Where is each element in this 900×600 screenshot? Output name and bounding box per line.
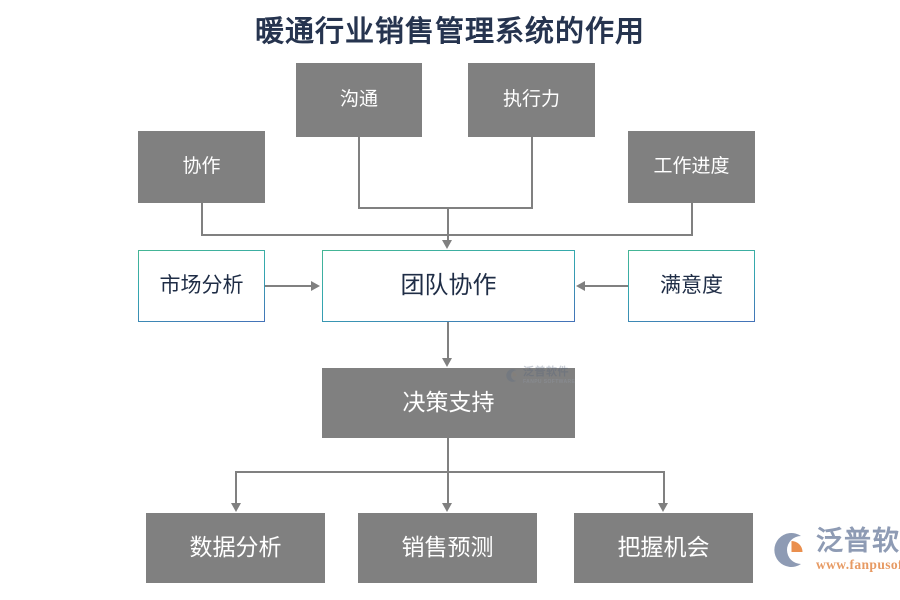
node-team-collaboration: 团队协作 bbox=[322, 250, 575, 322]
brand-text-block: 泛普软件 www.fanpusoft.com bbox=[816, 528, 900, 572]
node-satisfaction: 满意度 bbox=[628, 250, 755, 322]
node-communication: 沟通 bbox=[296, 63, 422, 137]
connector-to-sales-forecast bbox=[447, 471, 449, 505]
node-label: 团队协作 bbox=[400, 272, 497, 299]
brand-name: 泛普软件 bbox=[816, 526, 900, 556]
watermark-name: 泛普软件 bbox=[523, 366, 569, 378]
node-collaboration: 协作 bbox=[138, 131, 265, 203]
connector-to-data-analysis bbox=[235, 471, 237, 505]
node-seize-opportunity: 把握机会 bbox=[574, 513, 753, 583]
arrowhead-into-seize-opportunity bbox=[657, 503, 668, 512]
connector-work-progress-stem bbox=[691, 203, 693, 236]
watermark-logo: 泛普软件 FANPU SOFTWARE bbox=[505, 367, 575, 385]
page-title: 暖通行业销售管理系统的作用 bbox=[254, 16, 645, 48]
node-label: 数据分析 bbox=[189, 535, 282, 561]
connector-bottom-fanout-bar bbox=[235, 471, 665, 473]
watermark-url: FANPU SOFTWARE bbox=[523, 378, 576, 385]
node-label: 把握机会 bbox=[617, 535, 710, 561]
node-market-analysis: 市场分析 bbox=[138, 250, 265, 322]
node-label: 满意度 bbox=[660, 273, 723, 298]
connector-execution-stem bbox=[531, 137, 533, 209]
node-label: 沟通 bbox=[339, 88, 378, 110]
fanpu-logo-icon bbox=[771, 530, 811, 570]
fanpu-logo-icon bbox=[505, 368, 520, 383]
node-label: 工作进度 bbox=[653, 155, 730, 177]
node-label: 协作 bbox=[182, 155, 221, 177]
connector-team-to-decision bbox=[447, 322, 449, 360]
connector-top-merge-bar bbox=[358, 207, 533, 209]
node-label: 销售预测 bbox=[401, 535, 494, 561]
connector-satisfaction-to-team bbox=[585, 285, 628, 287]
arrowhead-into-decision-support bbox=[441, 358, 452, 367]
arrowhead-into-sales-forecast bbox=[441, 503, 452, 512]
watermark-text-block: 泛普软件 FANPU SOFTWARE bbox=[523, 367, 575, 385]
connector-trunk-to-team bbox=[447, 207, 449, 243]
arrowhead-into-team-collaboration bbox=[441, 240, 452, 249]
node-sales-forecast: 销售预测 bbox=[358, 513, 537, 583]
node-label: 市场分析 bbox=[159, 273, 244, 298]
connector-to-seize-opportunity bbox=[663, 471, 665, 505]
connector-decision-stem bbox=[447, 438, 449, 473]
arrowhead-into-team-from-satisfaction bbox=[576, 280, 585, 291]
node-execution: 执行力 bbox=[468, 63, 595, 137]
fanpu-brand-logo: 泛普软件 www.fanpusoft.com bbox=[771, 528, 900, 572]
connector-collaboration-stem bbox=[201, 203, 203, 236]
connector-market-to-team bbox=[265, 285, 313, 287]
brand-url: www.fanpusoft.com bbox=[816, 557, 900, 572]
connector-communication-stem bbox=[358, 137, 360, 209]
node-decision-support: 决策支持 bbox=[322, 368, 575, 438]
node-label: 决策支持 bbox=[402, 390, 495, 416]
node-data-analysis: 数据分析 bbox=[146, 513, 325, 583]
node-work-progress: 工作进度 bbox=[628, 131, 755, 203]
arrowhead-into-team-from-market bbox=[311, 280, 320, 291]
node-label: 执行力 bbox=[502, 88, 560, 110]
arrowhead-into-data-analysis bbox=[230, 503, 241, 512]
